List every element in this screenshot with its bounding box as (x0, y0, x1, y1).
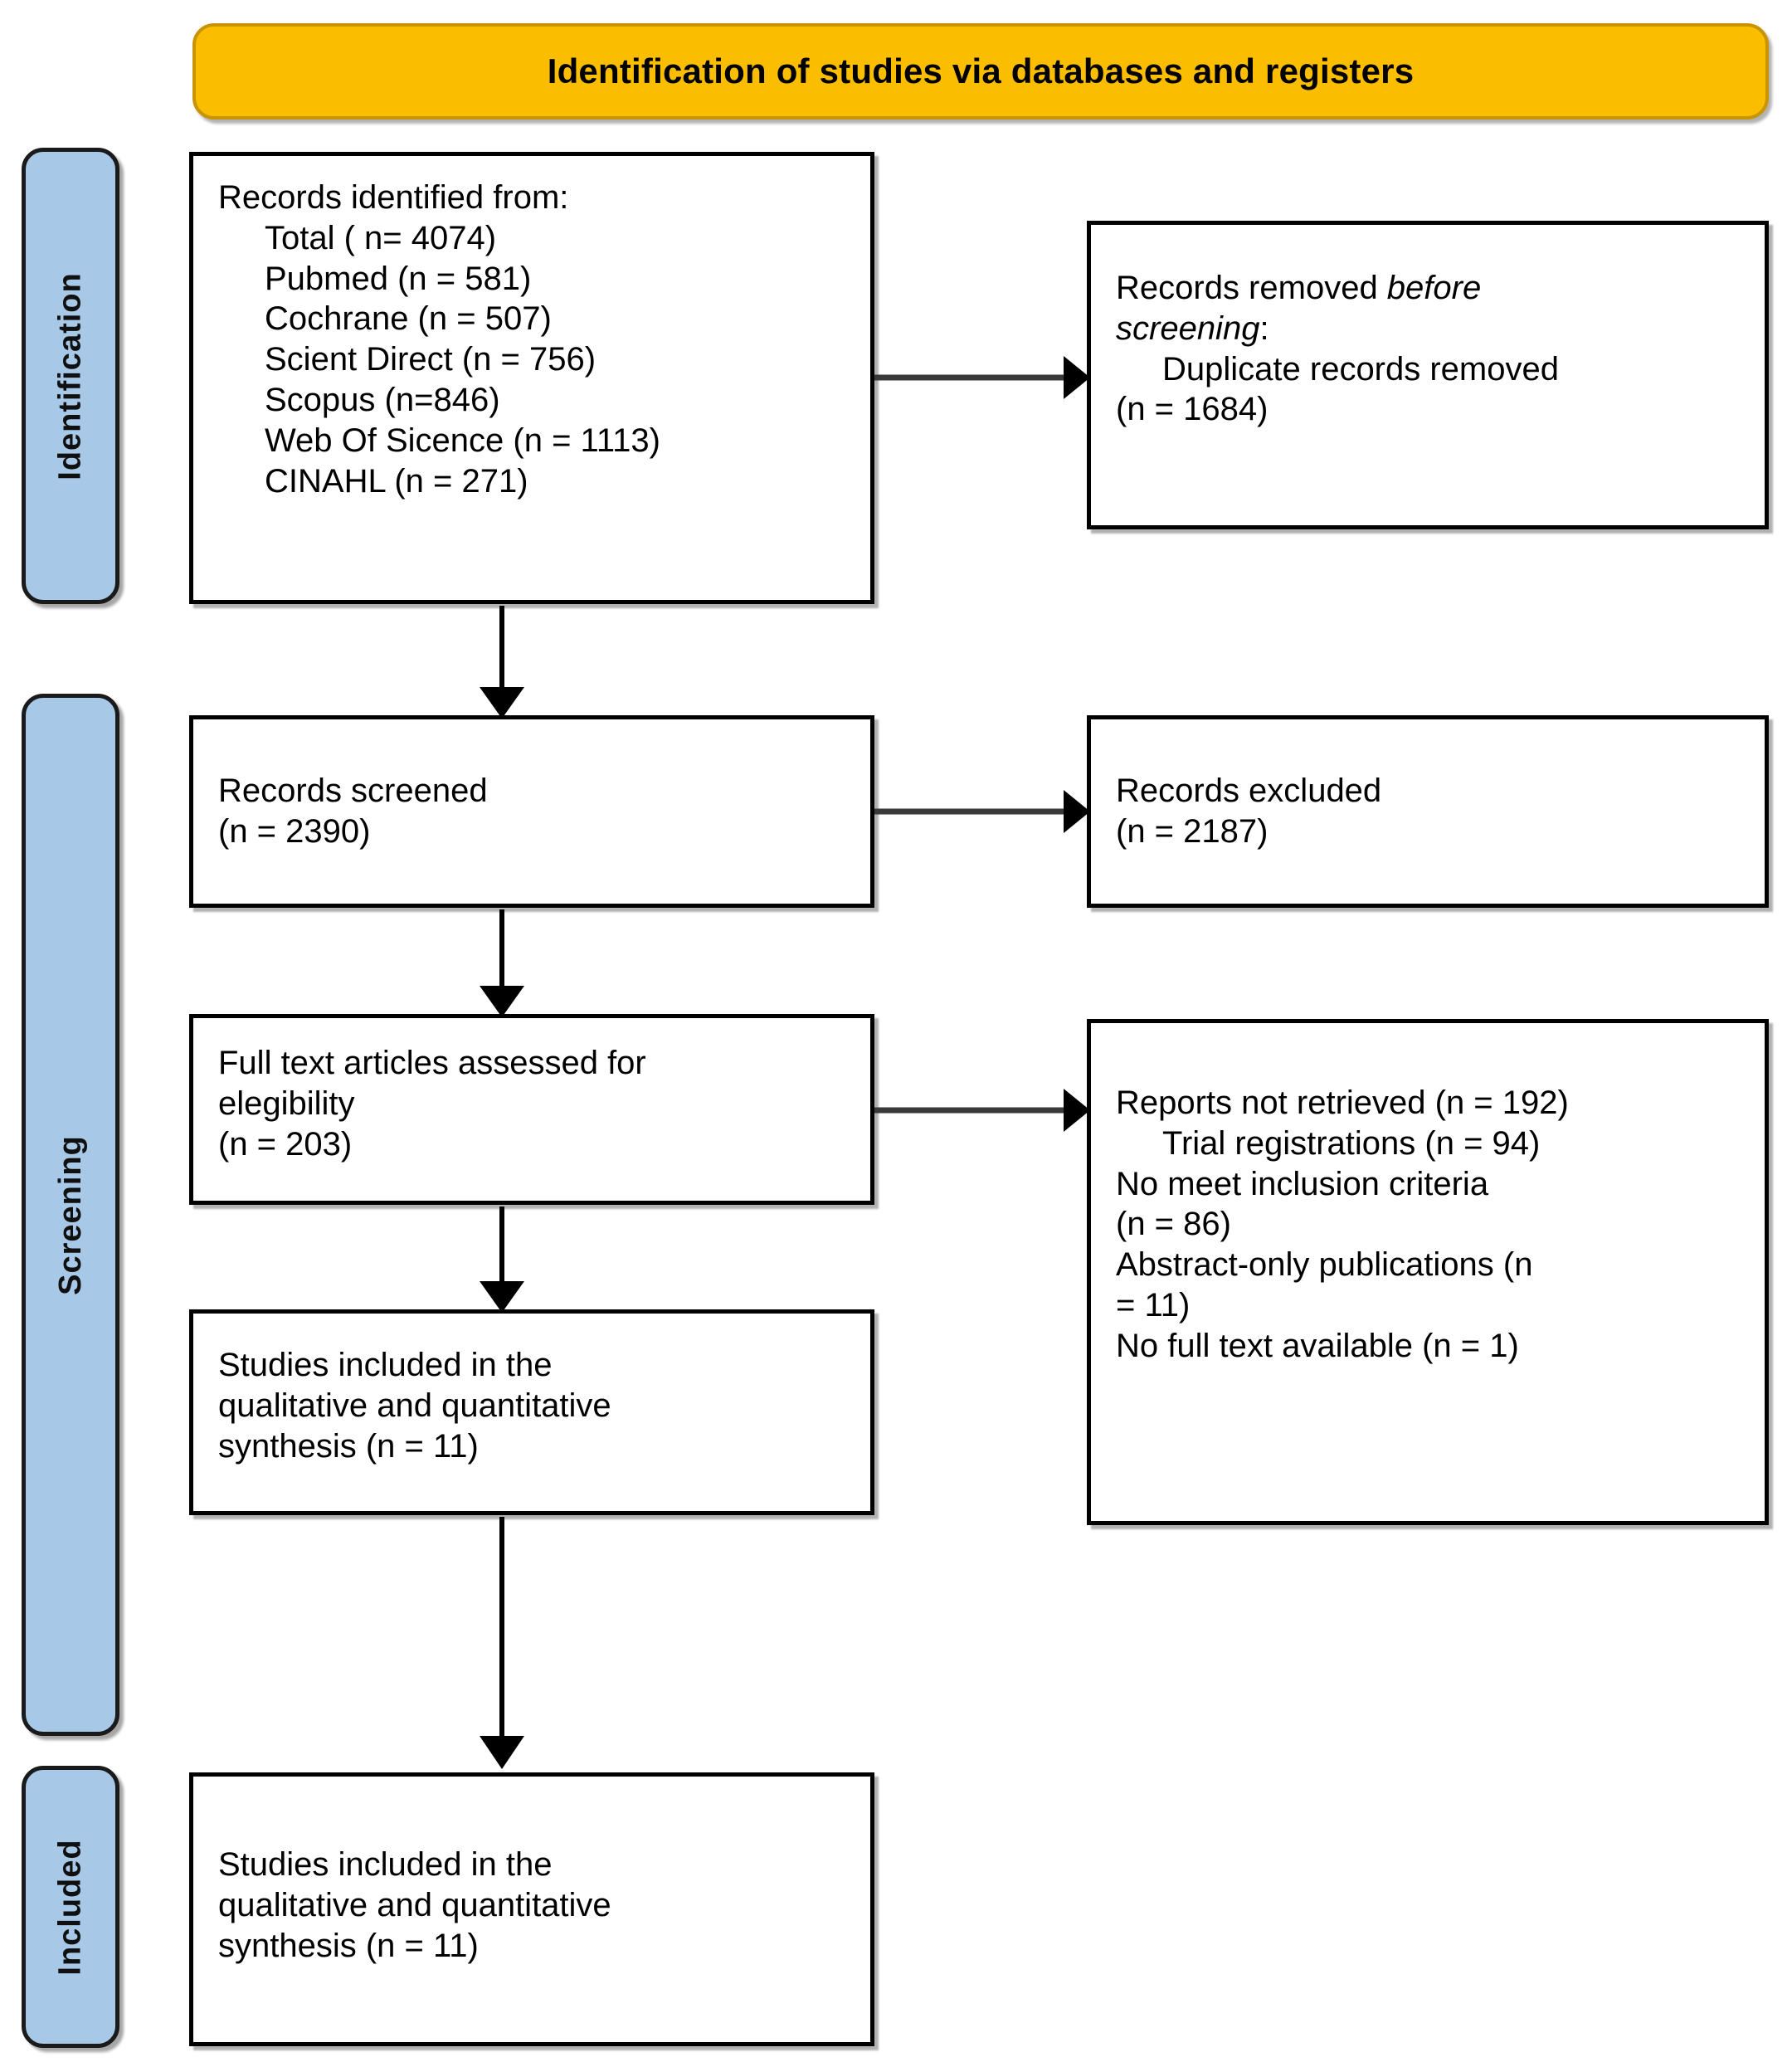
studies-included-screening-line: synthesis (n = 11) (218, 1427, 479, 1465)
records-identified-heading: Records identified from: (218, 179, 569, 216)
box-records-identified: Records identified from: Total ( n= 4074… (189, 152, 874, 604)
studies-included-final-line: qualitative and quantitative (218, 1886, 611, 1923)
reports-not-retrieved-reason: No meet inclusion criteria (1116, 1165, 1489, 1202)
box-records-excluded: Records excluded (n = 2187) (1087, 715, 1769, 908)
reports-not-retrieved-reason: (n = 86) (1116, 1206, 1231, 1243)
records-removed-item: Duplicate records removed (1162, 350, 1559, 388)
box-studies-included-screening: Studies included in the qualitative and … (189, 1309, 874, 1515)
reports-not-retrieved-reason: Trial registrations (n = 94) (1162, 1124, 1541, 1162)
records-removed-heading-italic2: screening (1116, 310, 1260, 347)
full-text-assessed-line: (n = 203) (218, 1125, 353, 1163)
arrow-identified-to-removed (874, 356, 1090, 399)
box-full-text-assessed: Full text articles assessed for elegibil… (189, 1014, 874, 1205)
box-studies-included-final: Studies included in the qualitative and … (189, 1772, 874, 2046)
arrow-identified-to-screened (480, 606, 524, 719)
records-screened-line: (n = 2390) (218, 812, 371, 850)
reports-not-retrieved-reason: No full text available (n = 1) (1116, 1327, 1519, 1364)
studies-included-screening-line: Studies included in the (218, 1347, 553, 1383)
box-records-removed: Records removed before screening: Duplic… (1087, 221, 1769, 529)
records-removed-heading-line2: screening: (1116, 309, 1740, 349)
records-excluded-line: (n = 2187) (1116, 812, 1269, 850)
records-removed-heading-prefix: Records removed (1116, 270, 1387, 306)
studies-included-screening-line: qualitative and quantitative (218, 1387, 611, 1424)
reports-not-retrieved-reason: Abstract-only publications (n (1116, 1246, 1533, 1284)
records-removed-item: (n = 1684) (1116, 391, 1269, 428)
studies-included-final-line: synthesis (n = 11) (218, 1927, 479, 1964)
reports-not-retrieved-heading: Reports not retrieved (n = 192) (1116, 1085, 1569, 1121)
arrow-fulltext-to-included (480, 1206, 524, 1313)
records-excluded-line: Records excluded (1116, 773, 1382, 809)
reports-not-retrieved-reason: = 11) (1116, 1286, 1191, 1323)
box-records-screened: Records screened (n = 2390) (189, 715, 874, 908)
records-removed-heading: Records removed before (1116, 268, 1740, 309)
records-identified-source: Scient Direct (n = 756) (265, 341, 597, 378)
stage-label-included: Included (22, 1766, 119, 2048)
records-removed-heading-suffix: : (1259, 310, 1269, 347)
arrow-screened-to-fulltext (480, 909, 524, 1017)
records-identified-source: Web Of Sicence (n = 1113) (265, 422, 660, 459)
phase-banner-title: Identification of studies via databases … (547, 51, 1415, 90)
stage-label-screening-text: Screening (52, 1134, 88, 1295)
records-identified-source: Cochrane (n = 507) (265, 300, 552, 338)
full-text-assessed-line: elegibility (218, 1085, 355, 1122)
arrow-fulltext-to-not-retrieved (874, 1089, 1090, 1132)
records-identified-source: Pubmed (n = 581) (265, 260, 532, 297)
records-removed-heading-italic: before (1386, 270, 1482, 306)
stage-label-identification-text: Identification (52, 271, 88, 480)
phase-banner-identification: Identification of studies via databases … (192, 23, 1769, 119)
arrow-screened-to-excluded (874, 790, 1090, 833)
stage-label-identification: Identification (22, 148, 119, 604)
records-identified-source: Scopus (n=846) (265, 381, 500, 418)
records-identified-source: Total ( n= 4074) (265, 219, 497, 256)
studies-included-final-line: Studies included in the (218, 1846, 553, 1883)
records-screened-line: Records screened (218, 773, 488, 809)
stage-label-included-text: Included (52, 1838, 88, 1976)
arrow-included-to-final (480, 1517, 524, 1769)
records-identified-source: CINAHL (n = 271) (265, 462, 528, 500)
box-reports-not-retrieved: Reports not retrieved (n = 192) Trial re… (1087, 1019, 1769, 1525)
full-text-assessed-line: Full text articles assessed for (218, 1045, 646, 1081)
stage-label-screening: Screening (22, 694, 119, 1736)
